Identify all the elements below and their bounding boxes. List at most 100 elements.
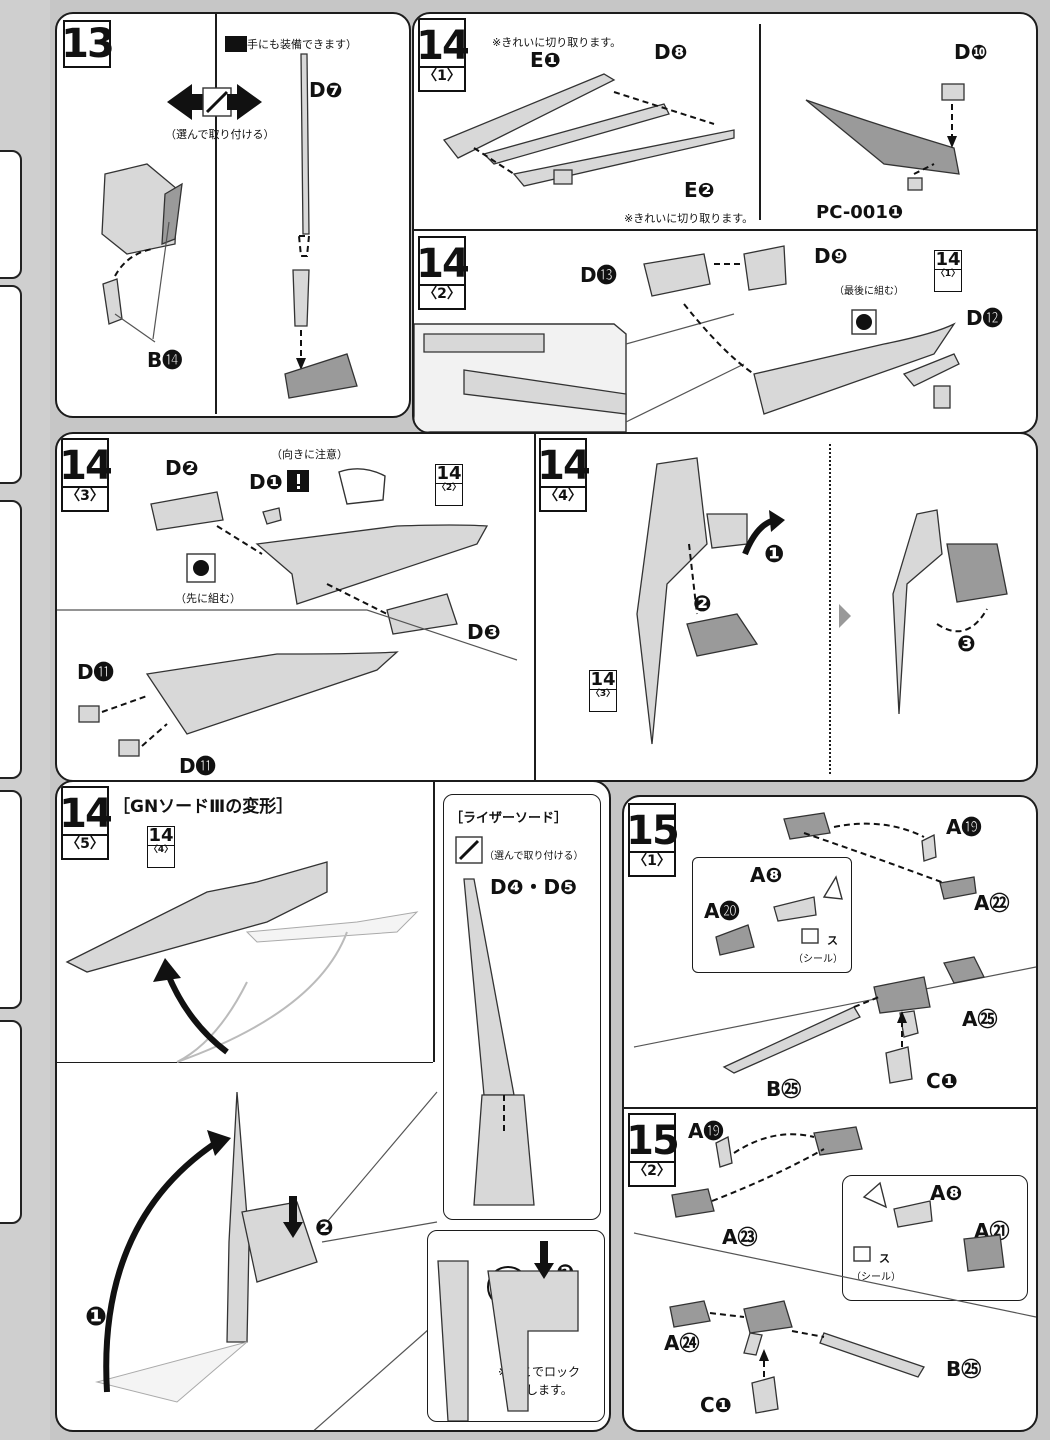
a8-part (893, 1200, 933, 1228)
a19-part (921, 833, 937, 862)
step-14-1-2-panel: 14 〈1〉 ※きれいに切り取ります。 ※きれいに切り取ります。 E❶ D❽ E… (412, 12, 1038, 434)
right-arrow-icon (227, 84, 262, 120)
lock-illustration (437, 1241, 579, 1421)
part-label-d4-d5: D❹・D❺ (490, 875, 578, 899)
part-label-c1: C❶ (700, 1393, 732, 1417)
gn-sword-transform-title: ［GNソードⅢの変形］ (113, 797, 294, 817)
sword-assembled (892, 509, 943, 715)
step-14-4-number: 14 〈4〉 (537, 438, 591, 512)
step-14-2-illustration (414, 245, 960, 432)
a22-part (939, 876, 977, 900)
b25-part (819, 1332, 925, 1378)
marker-1: ❶ (85, 1302, 108, 1332)
d7-blade (300, 53, 310, 235)
step-15-2-illustration (633, 1126, 1036, 1414)
next-arrow-icon (839, 604, 851, 628)
a8-part (773, 896, 817, 922)
part-label-e1: E❶ (530, 48, 561, 72)
lock-note-line2: します。 (526, 1383, 573, 1397)
marker-3: ❸ (957, 632, 976, 657)
riser-blade (463, 878, 515, 1096)
step-13-number: 13 (61, 20, 115, 68)
sticker-note: （シール） (793, 954, 843, 965)
left-hand-note: （左手にも装備できます） (225, 38, 357, 51)
marker-1: ❶ (764, 540, 785, 568)
divider (433, 782, 435, 1062)
part-label-b25: B㉕ (946, 1357, 982, 1381)
marker-2: ❷ (693, 592, 712, 617)
sword-assembly (636, 457, 708, 745)
a23-part (671, 1188, 715, 1218)
step-13-panel: 13 （左手にも装備できます） （選んで取り付ける） D❼ B⓮ (55, 12, 411, 418)
edge-card (0, 500, 22, 779)
a19-part (715, 1136, 733, 1168)
marker-2: ❷ (315, 1216, 334, 1241)
step-14-1-illustration (442, 73, 965, 191)
part-label-c1: C❶ (926, 1069, 958, 1093)
d13-part (643, 253, 711, 297)
c1-part (751, 1376, 779, 1414)
part-label-b14: B⓮ (147, 348, 183, 372)
part-label-d12: D⓬ (966, 306, 1003, 330)
sub-divider (57, 1062, 433, 1063)
choose-note: （選んで取り付ける） (165, 128, 275, 141)
step-14-3-illustration (57, 468, 518, 757)
part-label-d9: D❾ (814, 244, 848, 268)
part-label-d10: D❿ (954, 40, 988, 64)
part-label-d13: D⓭ (580, 263, 617, 287)
first-note: （先に組む） (175, 592, 241, 605)
last-note: （最後に組む） (834, 286, 904, 297)
cut-note-top: ※きれいに切り取ります。 (492, 36, 622, 49)
part-label-a24: A㉔ (664, 1331, 700, 1355)
step-15-1-illustration (633, 812, 1036, 1084)
step-15-1-number: 15 〈1〉 (626, 803, 680, 877)
part-label-d8: D❽ (654, 40, 688, 64)
step-14-2-section (414, 229, 1036, 231)
part-label-d11-a: D⓫ (77, 660, 114, 684)
step-14-3-number: 14 〈3〉 (59, 438, 113, 512)
part-label-a23: A㉓ (722, 1225, 758, 1249)
part-label-d11-b: D⓫ (179, 754, 216, 778)
d3-part (386, 593, 458, 635)
d12-part (902, 353, 960, 387)
step-13-illustration (101, 36, 358, 399)
riser-sword-illustration (455, 836, 535, 1206)
d1-part (262, 507, 282, 525)
step-15-2-section (624, 1107, 1036, 1109)
both-hands-icon (225, 36, 247, 52)
part-label-a19: A⓳ (688, 1119, 724, 1143)
ref-14-2: 14 〈2〉 (435, 464, 463, 506)
part-label-a8: A❽ (750, 863, 783, 887)
step-14-3-4-panel: 14 〈3〉 （向きに注意） （先に組む） D❷ D❶ D❸ D⓫ D⓫ 14 … (55, 432, 1038, 782)
part-label-a19: A⓳ (946, 815, 982, 839)
blade-frame-2 (145, 651, 399, 735)
a24-part (669, 1300, 711, 1328)
d11-part-a (78, 705, 100, 723)
edge-card (0, 285, 22, 484)
a21-part (963, 1234, 1005, 1272)
part-label-b25: B㉕ (766, 1077, 802, 1101)
step-15-panel: 15 〈1〉 A⓳ A㉒ A❽ A⓴ A㉕ B㉕ C❶ ス （シール） (622, 795, 1038, 1432)
choose-note: （選んで取り付ける） (484, 851, 584, 862)
b25-part (722, 1006, 861, 1074)
hip-body-part (743, 1300, 793, 1334)
hip-armor-part (783, 812, 831, 840)
part-label-a8: A❽ (930, 1181, 963, 1205)
sticker-label: ス (827, 934, 838, 947)
sticker-note: （シール） (851, 1272, 901, 1283)
step-15-2-number: 15 〈2〉 (626, 1113, 680, 1187)
step-14-1-number: 14 〈1〉 (416, 18, 470, 92)
edge-card (0, 150, 22, 279)
part-label-a25: A㉕ (962, 1007, 998, 1031)
riser-sword-title: ［ライザーソード］ (450, 811, 568, 826)
divider (534, 434, 536, 780)
part-label-a22: A㉒ (974, 891, 1010, 915)
part-label-a20: A⓴ (704, 899, 740, 923)
small-block (553, 169, 573, 185)
gn-sword (65, 861, 328, 973)
hip-body-part (873, 976, 931, 1014)
d10-part (941, 83, 965, 101)
d9-part (743, 245, 787, 291)
hand-part (686, 613, 759, 657)
